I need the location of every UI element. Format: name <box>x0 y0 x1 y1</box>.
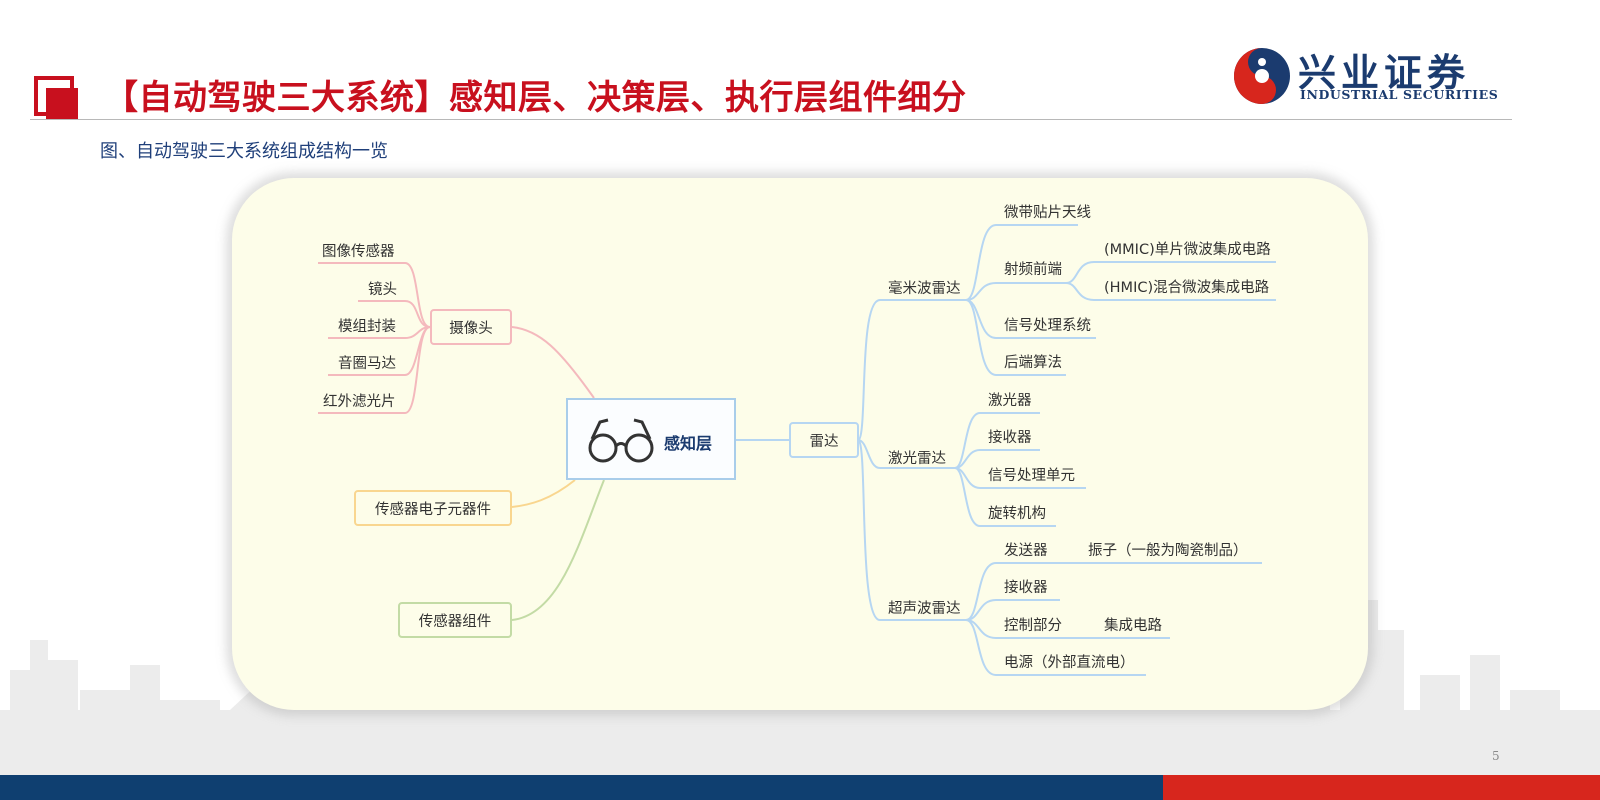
camera-child-node: 红外滤光片 <box>323 394 396 410</box>
lidar-child-node: 信号处理单元 <box>988 468 1075 484</box>
integrated-circuit-node: 集成电路 <box>1104 618 1162 634</box>
ultrasonic-receiver-node: 接收器 <box>1004 580 1048 596</box>
sensor-components-node: 传感器组件 <box>418 613 492 630</box>
logo-subtitle: INDUSTRIAL SECURITIES <box>1300 87 1499 102</box>
camera-child-node: 音圈马达 <box>338 356 396 372</box>
mmic-node: (MMIC)单片微波集成电路 <box>1104 242 1271 258</box>
glasses-icon <box>588 418 654 463</box>
center-node: 感知层 <box>566 398 736 480</box>
header-divider <box>30 119 1512 120</box>
hmic-node: (HMIC)混合微波集成电路 <box>1104 280 1270 296</box>
ultrasonic-radar-node: 超声波雷达 <box>888 601 961 617</box>
page-number: 5 <box>1492 749 1500 763</box>
page-title: 【自动驾驶三大系统】感知层、决策层、执行层组件细分 <box>104 78 967 118</box>
mmwave-radar-node: 毫米波雷达 <box>888 281 961 297</box>
title-marker-icon <box>34 76 78 120</box>
signal-processing-node: 信号处理系统 <box>1004 318 1091 334</box>
lidar-child-node: 接收器 <box>988 430 1032 446</box>
swirl-logo-icon <box>1234 48 1290 104</box>
rf-frontend-node: 射频前端 <box>1004 262 1062 278</box>
center-node-label: 感知层 <box>664 434 713 453</box>
transmitter-node: 发送器 <box>1004 543 1048 559</box>
footer-bar-red <box>1163 775 1600 800</box>
camera-node: 摄像头 <box>449 320 493 337</box>
camera-child-node: 镜头 <box>368 282 397 298</box>
camera-child-node: 模组封装 <box>338 319 396 335</box>
lidar-node: 激光雷达 <box>888 451 946 467</box>
lidar-child-node: 旋转机构 <box>988 506 1046 522</box>
logo-name: 兴业证券 <box>1298 50 1471 95</box>
sensor-electronics-node: 传感器电子元器件 <box>375 501 491 518</box>
footer-bar-blue <box>0 775 1163 800</box>
antenna-node: 微带贴片天线 <box>1004 205 1091 221</box>
company-logo: 兴业证券 INDUSTRIAL SECURITIES <box>1232 44 1502 106</box>
power-node: 电源（外部直流电） <box>1004 655 1135 671</box>
backend-algorithm-node: 后端算法 <box>1004 355 1062 371</box>
camera-child-node: 图像传感器 <box>322 244 395 260</box>
control-unit-node: 控制部分 <box>1004 618 1062 634</box>
figure-caption: 图、自动驾驶三大系统组成结构一览 <box>100 141 388 162</box>
vibrator-node: 振子（一般为陶瓷制品） <box>1088 543 1248 559</box>
radar-node: 雷达 <box>809 433 839 450</box>
lidar-child-node: 激光器 <box>988 393 1032 409</box>
